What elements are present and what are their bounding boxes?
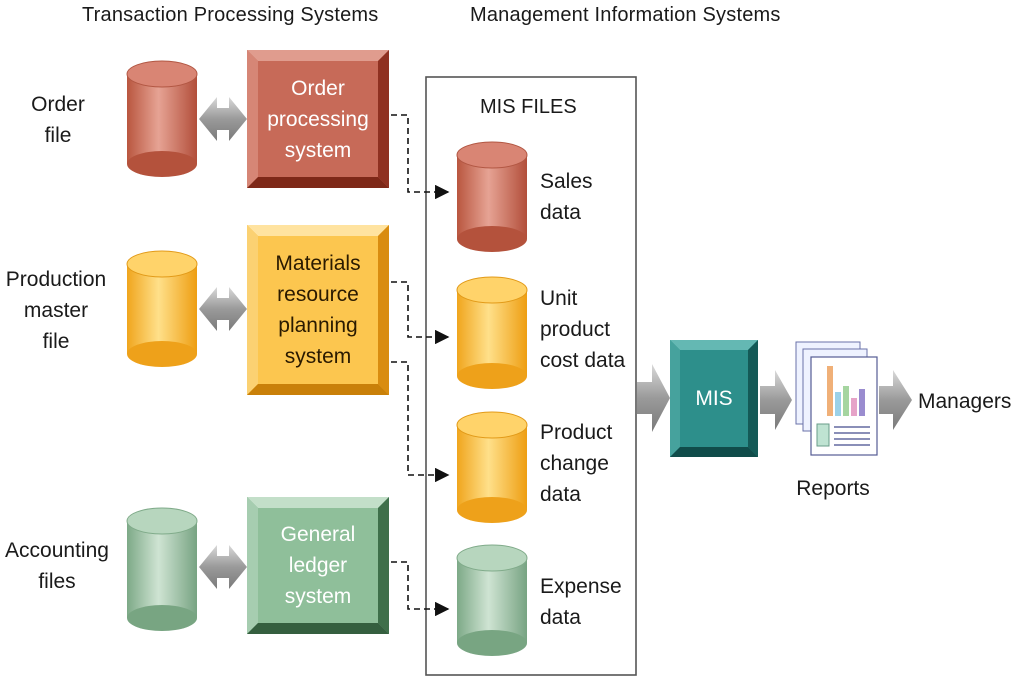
production-master-file-label: Production master file [5,268,107,353]
connector-ledger-to-expense [391,561,450,617]
product-change-data-label: Product change data [540,421,613,506]
files-to-mis-arrow-icon [637,364,670,432]
connector-mrp-to-unit-cost [391,281,450,345]
reports-label: Reports [796,477,870,500]
expense-data-label: Expense data [540,575,622,629]
connector-order-to-sales [391,114,450,200]
accounting-files-cylinder [126,507,198,631]
production-double-arrow-icon [199,287,247,331]
dashed-connectors [391,114,450,617]
materials-resource-planning-system-label: Materials resource planning system [275,252,361,368]
order-file-cylinder [126,60,198,177]
order-double-arrow-icon [199,97,247,141]
reports-icon [795,341,878,456]
expense-data-cylinder [456,544,528,656]
general-ledger-system-label: General ledger system [280,523,356,608]
unit-product-cost-data-label: Unit product cost data [540,287,626,372]
order-processing-box [247,50,389,188]
order-processing-system-label: Order processing system [267,76,369,162]
tps-header: Transaction Processing Systems [82,4,379,26]
unit-product-cost-cylinder [456,276,528,389]
general-ledger-box [247,497,389,634]
product-change-cylinder [456,411,528,523]
connector-mrp-to-product-change [391,361,450,483]
mis-files-title: MIS FILES [480,96,577,118]
order-file-label: Order file [31,93,85,147]
sales-data-label: Sales data [540,170,593,224]
production-master-file-cylinder [126,250,198,367]
mis-to-reports-arrow-icon [760,370,792,430]
managers-label: Managers [918,390,1012,413]
mis-label: MIS [695,387,733,410]
materials-resource-planning-box [247,225,389,395]
sales-data-cylinder [456,141,528,252]
mis-box [670,340,758,457]
reports-to-managers-arrow-icon [879,370,912,430]
mis-header: Management Information Systems [470,4,781,26]
accounting-files-label: Accounting files [5,539,109,593]
accounting-double-arrow-icon [199,545,247,589]
